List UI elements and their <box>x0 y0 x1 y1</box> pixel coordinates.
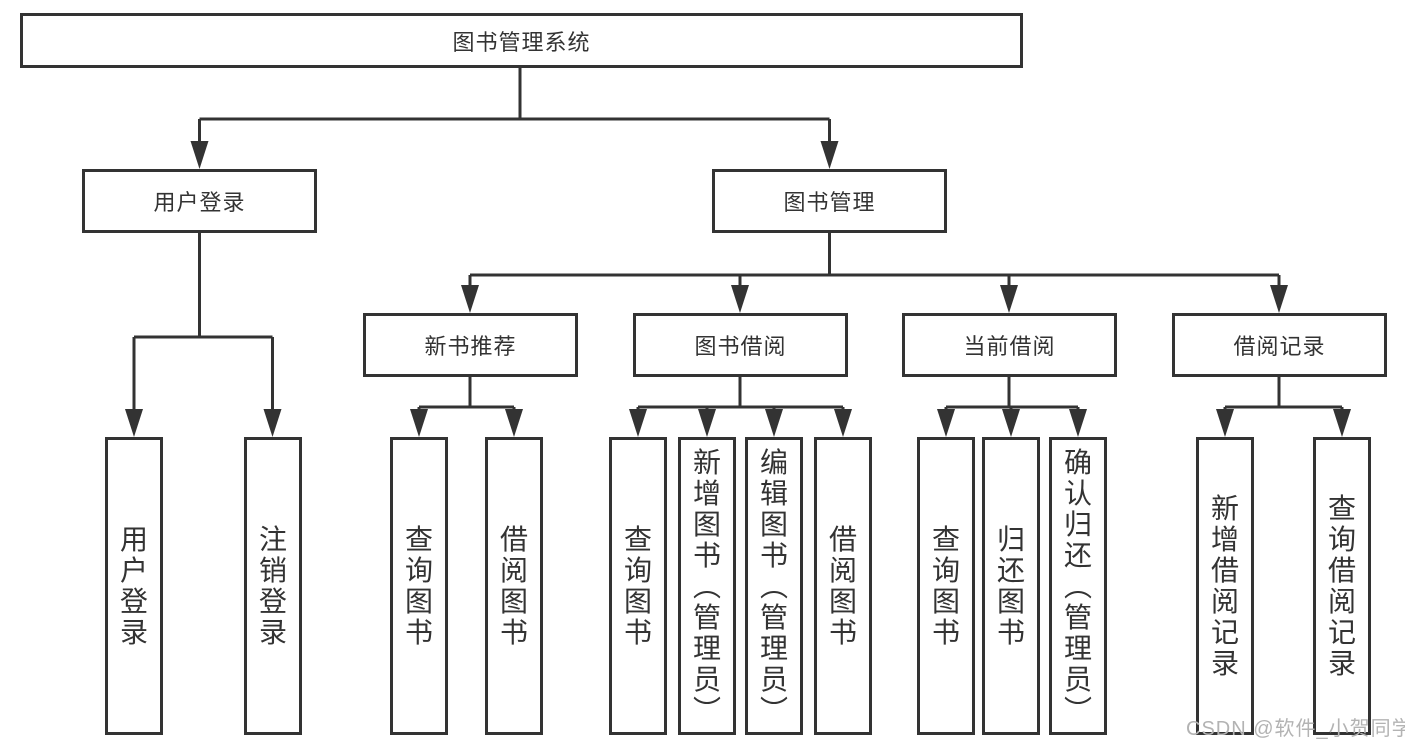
node-current-borrow: 当前借阅 <box>902 313 1117 377</box>
leaf-query-books-borrow: 查 询 图 书 <box>609 437 667 735</box>
leaf-edit-book-admin: 编 辑 图 书 ︵ 管 理 员 ︶ <box>745 437 803 735</box>
arrowheads <box>125 141 1351 437</box>
leaf-return-book: 归 还 图 书 <box>982 437 1040 735</box>
leaf-query-books-current: 查 询 图 书 <box>917 437 975 735</box>
leaf-user-login: 用 户 登 录 <box>105 437 163 735</box>
node-book-management: 图书管理 <box>712 169 947 233</box>
node-new-book-recommend: 新书推荐 <box>363 313 578 377</box>
leaf-borrow-books: 借 阅 图 书 <box>814 437 872 735</box>
leaf-add-borrow-record: 新 增 借 阅 记 录 <box>1196 437 1254 735</box>
leaf-query-books-recommend: 查 询 图 书 <box>390 437 448 735</box>
leaf-borrow-books-recommend: 借 阅 图 书 <box>485 437 543 735</box>
leaf-confirm-return-admin: 确 认 归 还 ︵ 管 理 员 ︶ <box>1049 437 1107 735</box>
node-user-login: 用户登录 <box>82 169 317 233</box>
leaf-logout: 注 销 登 录 <box>244 437 302 735</box>
node-borrow-records: 借阅记录 <box>1172 313 1387 377</box>
leaf-add-book-admin: 新 增 图 书 ︵ 管 理 员 ︶ <box>678 437 736 735</box>
node-book-borrow: 图书借阅 <box>633 313 848 377</box>
csdn-watermark: CSDN @软件_小贺同学 <box>1186 718 1405 740</box>
leaf-query-borrow-record: 查 询 借 阅 记 录 <box>1313 437 1371 735</box>
node-root-library-system: 图书管理系统 <box>20 13 1023 68</box>
